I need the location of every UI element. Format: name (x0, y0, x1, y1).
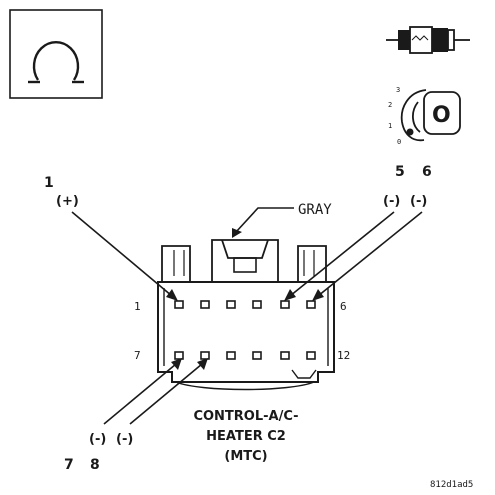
callout-7-number: 7 (64, 457, 74, 473)
pin-cavity-3 (226, 300, 236, 309)
pin-cavity-6 (306, 300, 316, 309)
callout-6-polarity: (-) (410, 194, 427, 209)
pin-row-1 (174, 300, 316, 309)
switch-position-0: 0 (397, 138, 401, 146)
connector-name-line-1: CONTROL-A/C- (193, 409, 298, 424)
callout-1-polarity: (+) (56, 194, 79, 209)
switch-position-2: 2 (388, 101, 392, 109)
pin-cavity-10 (252, 351, 262, 360)
wire-color-label: GRAY (298, 202, 332, 218)
pin-cavity-11 (280, 351, 290, 360)
switch-position-3: 3 (396, 86, 400, 94)
callout-5-polarity: (-) (383, 194, 400, 209)
pin-cavity-9 (226, 351, 236, 360)
ignition-switch-icon: 3 2 1 0 O (388, 86, 461, 146)
callout-5-number: 5 (395, 164, 405, 180)
callout-8-number: 8 (90, 457, 100, 473)
pin-label-7: 7 (134, 349, 141, 362)
pin-row-2 (174, 351, 316, 360)
pin-cavity-4 (252, 300, 262, 309)
pin-cavity-5 (280, 300, 290, 309)
key-glyph: O (432, 103, 451, 128)
switch-position-1: 1 (388, 122, 392, 130)
callout-7-polarity: (-) (89, 432, 106, 447)
pin-cavity-1 (174, 300, 184, 309)
pin-cavity-7 (174, 351, 184, 360)
ignition-key-icon (386, 26, 470, 54)
pin-cavity-8 (200, 351, 210, 360)
callout-1-number: 1 (44, 175, 54, 191)
pin-label-12: 12 (337, 349, 350, 362)
leader-lines (71, 211, 423, 425)
omega-symbol-icon (9, 9, 103, 99)
connector-name-line-3: (MTC) (224, 449, 267, 464)
callout-6-number: 6 (422, 164, 432, 180)
callout-8-polarity: (-) (116, 432, 133, 447)
figure-code: 812d1ad5 (430, 480, 473, 490)
pin-cavity-2 (200, 300, 210, 309)
connector-name-line-2: HEATER C2 (206, 429, 286, 444)
connector-body (157, 239, 335, 391)
pin-label-1: 1 (134, 300, 141, 313)
pin-cavity-12 (306, 351, 316, 360)
pin-label-6: 6 (340, 300, 347, 313)
